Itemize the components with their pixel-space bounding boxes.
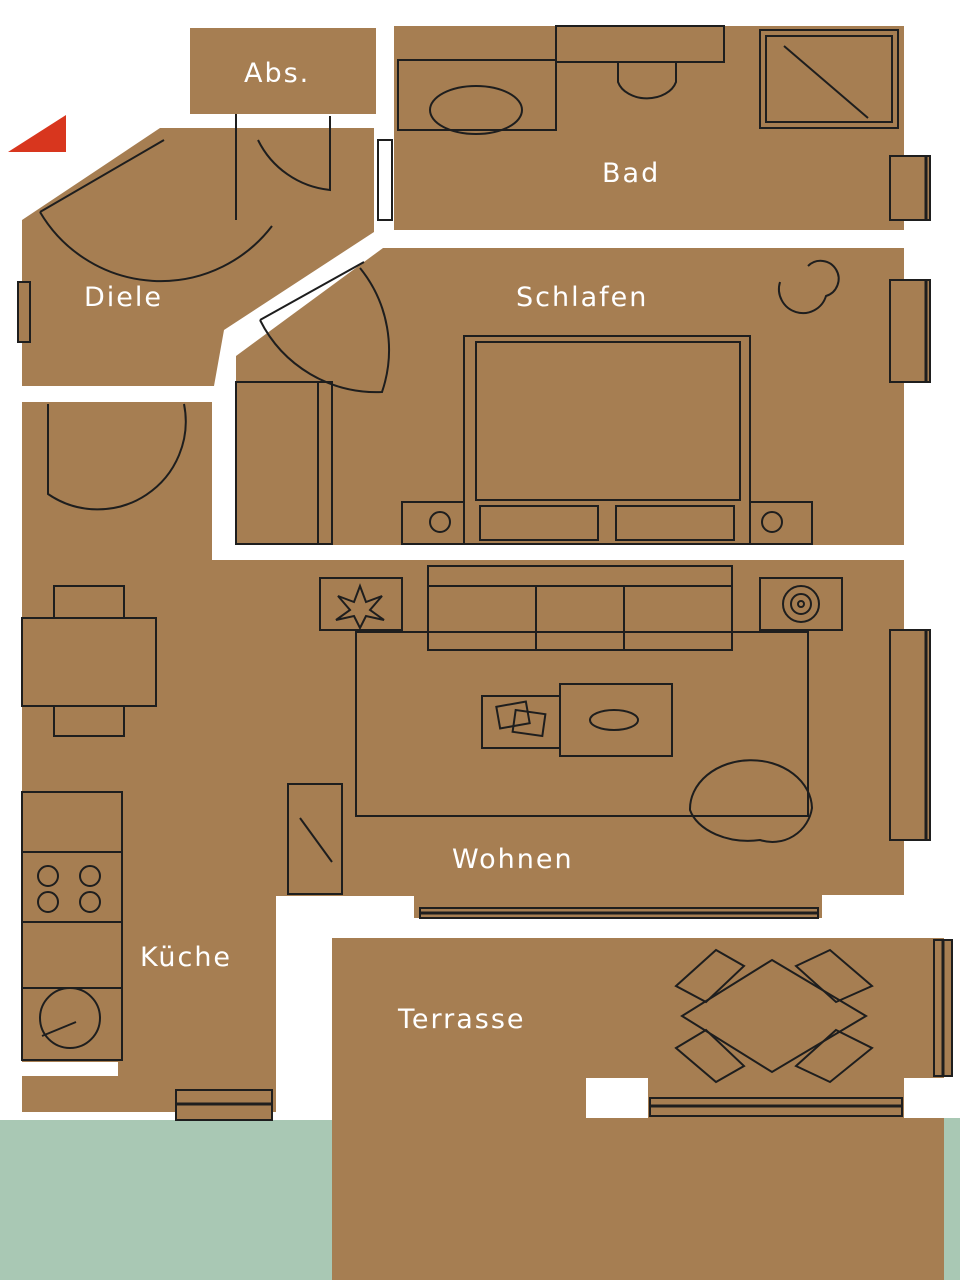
wohnen-furniture: [287, 565, 843, 895]
lamp-left-icon: [429, 511, 451, 533]
floor-lamp-icon: [782, 585, 820, 623]
armchair-icon: [688, 759, 814, 843]
bed: [463, 335, 751, 545]
room-labels: Abs. Bad Diele Schlafen Wohnen Küche Ter…: [84, 58, 660, 1035]
terrace-chair-1: [674, 948, 746, 1004]
label-schlafen: Schlafen: [516, 282, 648, 313]
window-glazing-lines: [176, 156, 945, 1108]
vanity-counter: [397, 59, 557, 131]
stove-burner-icon: [37, 865, 59, 887]
floor-schlafen: [236, 248, 904, 545]
plant-icon: [335, 583, 385, 631]
garden-left: [0, 1120, 340, 1280]
nightstand-left: [401, 501, 465, 545]
label-wohnen: Wohnen: [452, 844, 574, 875]
sofa: [427, 565, 733, 651]
window-schlafen: [889, 279, 931, 383]
terrace-chair-2: [794, 948, 874, 1004]
magazines: [481, 695, 561, 749]
label-kueche: Küche: [140, 942, 232, 973]
door-bad-frame: [377, 139, 393, 221]
label-terrasse: Terrasse: [397, 1004, 526, 1035]
sink-icon: [429, 85, 523, 135]
floor-diele: [22, 128, 374, 386]
side-table-plant: [319, 577, 403, 631]
side-table-lamp: [759, 577, 843, 631]
kitchen-sink-icon: [39, 987, 101, 1049]
terrace-chair-4: [794, 1028, 874, 1084]
chair-schlafen-icon: [777, 259, 840, 315]
door-abs-swing: [235, 114, 331, 220]
bowl-icon: [589, 709, 639, 731]
dining-chair-top: [53, 585, 125, 619]
wardrobe: [235, 381, 333, 545]
door-entrance-swing: [39, 139, 273, 283]
window-diele: [17, 281, 31, 343]
tv-cabinet: [287, 783, 343, 895]
lamp-right-icon: [761, 511, 783, 533]
bed-blanket: [475, 341, 741, 501]
floor-abs: [190, 28, 376, 114]
toilet-icon: [617, 61, 677, 100]
bed-pillow-left: [479, 505, 599, 541]
windows: [17, 155, 953, 1121]
terrasse-furniture: [674, 948, 874, 1084]
label-diele: Diele: [84, 282, 163, 313]
floor-kueche-wohnen: [22, 402, 904, 1092]
label-abs: Abs.: [244, 58, 310, 89]
shower-tray: [759, 29, 899, 129]
kitchen-counter: [21, 791, 123, 1061]
kueche-furniture: [21, 585, 157, 1061]
shower-drain-line: [783, 45, 869, 119]
door-kueche-swing: [47, 403, 187, 511]
dining-chair-bottom: [53, 705, 125, 737]
bed-pillow-right: [615, 505, 735, 541]
schlafen-furniture: [235, 259, 840, 545]
window-wohnen: [889, 629, 931, 841]
label-bad: Bad: [602, 158, 660, 189]
shower-tray-inner: [765, 35, 893, 123]
nightstand-right: [749, 501, 813, 545]
room-floors: [22, 26, 944, 1280]
north-arrow-icon: [8, 115, 66, 152]
terrace-chair-3: [674, 1028, 746, 1084]
rug: [355, 631, 809, 817]
terrace-pillar-left: [586, 1078, 648, 1118]
terrace-pillar-right: [904, 1078, 960, 1118]
door-schlafen-swing: [259, 261, 390, 394]
door-swings: [39, 114, 393, 511]
kitchen-window-sill: [22, 1062, 118, 1076]
bad-fixtures: [397, 25, 899, 135]
tv-icon: [299, 817, 333, 863]
window-bad: [889, 155, 931, 221]
